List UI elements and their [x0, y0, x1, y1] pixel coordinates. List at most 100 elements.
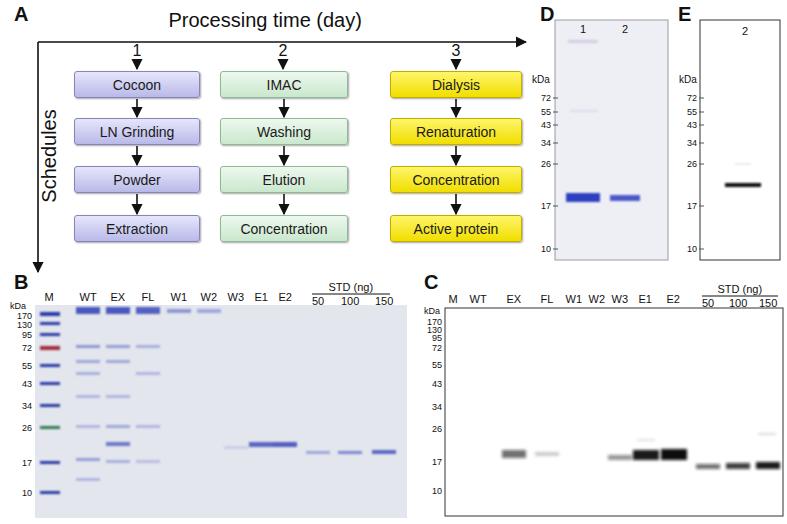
gel-label: 17	[541, 202, 551, 211]
gel-label: WT	[470, 294, 487, 305]
gel-label: 17	[432, 458, 442, 467]
gel-label: 2	[742, 26, 748, 37]
gel-label: kDa	[532, 75, 550, 85]
gel-label: W3	[612, 294, 629, 305]
gel-label: 43	[687, 121, 697, 130]
western-blot	[445, 296, 783, 516]
step-label: IMAC	[267, 77, 302, 93]
gel-label: 1	[580, 24, 586, 35]
panel-letter: E	[678, 4, 691, 24]
gel-label: 34	[22, 402, 32, 411]
gel-label: W2	[589, 294, 606, 305]
process-box: Extraction	[74, 215, 200, 242]
step-label: LN Grinding	[100, 124, 175, 140]
gel-label: 72	[22, 344, 32, 353]
process-box: IMAC	[220, 71, 348, 98]
gel-label: FL	[142, 292, 155, 303]
gel-label: M	[449, 294, 458, 305]
gel-label: 10	[22, 489, 32, 498]
gel-label: 17	[22, 459, 32, 468]
process-box: Active protein	[390, 215, 522, 242]
gel-label: 72	[687, 94, 697, 103]
gel-label: 34	[541, 139, 551, 148]
process-box: Renaturation	[390, 118, 522, 145]
gel-label: W1	[566, 294, 583, 305]
gel-label: 34	[432, 403, 442, 412]
flow-arrow	[283, 194, 285, 214]
gel-label: E2	[667, 294, 680, 305]
step-label: Active protein	[414, 221, 499, 237]
process-box: Washing	[220, 118, 348, 145]
process-box: Dialysis	[390, 71, 522, 98]
gel-label: STD (ng)	[718, 284, 763, 295]
gel-label: 10	[432, 487, 442, 496]
flow-arrow	[283, 99, 285, 117]
gel-label: E1	[639, 294, 652, 305]
gel-label: 43	[541, 121, 551, 130]
panel-letter: C	[424, 272, 438, 292]
gel-label: EX	[111, 292, 126, 303]
gel-label: M	[45, 292, 54, 303]
gel-label: 95	[22, 331, 32, 340]
gel-label: kDa	[10, 302, 26, 311]
gel-label: 2	[279, 43, 288, 59]
gel-label: 26	[432, 425, 442, 434]
panel-letter: D	[540, 4, 554, 24]
gel-label: 100	[341, 296, 359, 307]
gel-label: 26	[687, 160, 697, 169]
panel-letter: A	[14, 4, 28, 24]
process-box: Concentration	[220, 215, 348, 242]
gel-label: 50	[702, 298, 714, 309]
flow-arrow	[455, 194, 457, 214]
gel-label: 17	[687, 202, 697, 211]
step-label: Renaturation	[416, 124, 496, 140]
step-label: Extraction	[106, 221, 168, 237]
gel-label: 43	[432, 380, 442, 389]
gel-label: 72	[432, 344, 442, 353]
flow-arrow	[136, 194, 138, 214]
step-label: Dialysis	[432, 77, 480, 93]
gel-label: W2	[201, 292, 218, 303]
flow-arrow	[455, 99, 457, 117]
gel-label: 150	[375, 296, 393, 307]
gel-label: 3	[452, 43, 461, 59]
gel-label: 26	[22, 424, 32, 433]
gel-label: 43	[22, 380, 32, 389]
gel-label: 100	[729, 298, 747, 309]
gel-label: 55	[432, 361, 442, 370]
process-box: LN Grinding	[74, 118, 200, 145]
gel-label: Processing time (day)	[169, 10, 362, 30]
gel-label: E2	[279, 292, 292, 303]
step-label: Elution	[263, 172, 306, 188]
gel-label: EX	[507, 294, 522, 305]
process-box: Powder	[74, 166, 200, 193]
panel-letter: B	[14, 272, 28, 292]
gel-label: E1	[255, 292, 268, 303]
gel-label: 10	[687, 245, 697, 254]
time-axis	[38, 42, 526, 272]
step-label: Cocoon	[113, 77, 161, 93]
coomassie-gel	[553, 20, 668, 260]
gel-label: STD (ng)	[329, 282, 374, 293]
process-box: Cocoon	[74, 71, 200, 98]
gel-label: 130	[17, 321, 32, 330]
gel-label: FL	[541, 294, 554, 305]
gel-label: kDa	[679, 75, 697, 85]
gel-label: 1	[133, 43, 142, 59]
coomassie-gel	[35, 294, 407, 518]
gel-label: 55	[687, 108, 697, 117]
gel-label: kDa	[424, 307, 440, 316]
gel-label: 55	[22, 362, 32, 371]
gel-label: 150	[759, 298, 777, 309]
step-label: Concentration	[240, 221, 327, 237]
flow-arrow	[455, 146, 457, 165]
process-box: Concentration	[390, 166, 522, 193]
process-box: Elution	[220, 166, 348, 193]
gel-label: 26	[541, 160, 551, 169]
step-label: Powder	[113, 172, 160, 188]
gel-label: 34	[687, 139, 697, 148]
gel-label: 170	[17, 312, 32, 321]
gel-label: 95	[432, 334, 442, 343]
flow-arrow	[283, 146, 285, 165]
